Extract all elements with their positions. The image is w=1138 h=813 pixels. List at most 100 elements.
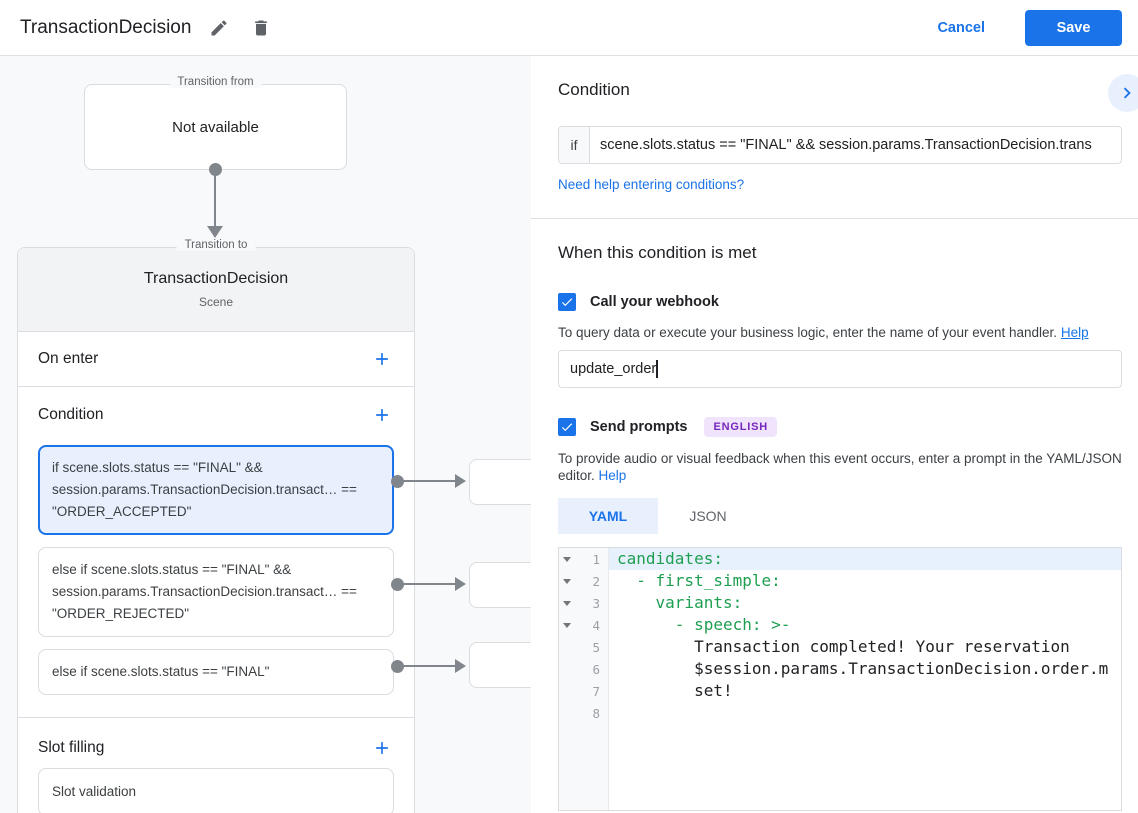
slot-filling-label: Slot filling <box>38 739 105 756</box>
line-number: 2 <box>592 573 600 589</box>
code-text[interactable]: candidates: <box>609 548 1121 570</box>
webhook-checkbox[interactable] <box>558 293 576 311</box>
save-button[interactable]: Save <box>1025 9 1122 46</box>
on-enter-section: On enter <box>18 332 414 387</box>
condition-1-dot <box>391 475 404 488</box>
code-line: 1 candidates: <box>559 548 1121 570</box>
webhook-help-link[interactable]: Help <box>1060 325 1089 340</box>
gutter-cell <box>559 724 609 810</box>
add-on-enter-button[interactable] <box>370 347 394 371</box>
condition-section-header: Condition <box>18 387 414 445</box>
transition-to-legend: Transition to <box>176 239 256 251</box>
code-text[interactable]: variants: <box>617 593 743 612</box>
when-met-title: When this condition is met <box>558 243 757 262</box>
gutter-cell: 7 <box>559 680 609 702</box>
add-condition-button[interactable] <box>370 403 394 427</box>
slot-validation-card[interactable]: Slot validation <box>38 768 394 813</box>
condition-help-link[interactable]: Need help entering conditions? <box>558 177 745 192</box>
plus-icon <box>372 738 392 758</box>
yaml-code-editor[interactable]: 1 candidates: 2 - first_simple: 3 varian… <box>558 547 1122 811</box>
condition-3-line <box>397 665 455 667</box>
editor-empty-area[interactable] <box>559 724 1121 810</box>
webhook-handler-input[interactable]: update_order <box>558 350 1122 388</box>
trash-icon <box>251 18 271 38</box>
code-text[interactable]: - speech: >- <box>617 615 791 634</box>
code-line: 5 Transaction completed! Your reservatio… <box>559 636 1121 658</box>
send-prompts-label: Send prompts <box>590 419 688 435</box>
prompts-help-link[interactable]: Help <box>598 468 627 483</box>
panel-divider <box>531 218 1138 219</box>
line-number: 6 <box>592 661 600 677</box>
gutter-cell: 4 <box>559 614 609 636</box>
condition-3-target-node[interactable] <box>469 642 531 688</box>
condition-editor-panel: Condition if scene.slots.status == "FINA… <box>531 56 1138 813</box>
connector-arrowhead <box>207 226 223 238</box>
line-number: 4 <box>592 617 600 633</box>
condition-cards: if scene.slots.status == "FINAL" && sess… <box>18 445 414 695</box>
fold-arrow-icon[interactable] <box>559 620 575 630</box>
fold-arrow-icon[interactable] <box>559 598 575 608</box>
editor-format-tabs: YAML JSON <box>558 498 1122 534</box>
condition-section-label: Condition <box>38 406 104 423</box>
webhook-checkbox-row: Call your webhook <box>558 293 1122 311</box>
condition-3-arrowhead <box>455 659 466 673</box>
code-empty <box>609 724 1121 810</box>
delete-scene-button[interactable] <box>247 14 275 42</box>
code-line: 4 - speech: >- <box>559 614 1121 636</box>
code-text[interactable]: set! <box>617 681 733 700</box>
connector-dot <box>209 163 222 176</box>
code-text[interactable]: - first_simple: <box>617 571 781 590</box>
collapse-panel-button[interactable] <box>1108 74 1138 112</box>
tab-yaml[interactable]: YAML <box>558 498 658 534</box>
code-text[interactable]: $session.params.TransactionDecision.orde… <box>617 659 1109 678</box>
send-prompts-checkbox[interactable] <box>558 418 576 436</box>
add-slot-button[interactable] <box>370 736 394 760</box>
condition-card-2[interactable]: else if scene.slots.status == "FINAL" &&… <box>38 547 394 637</box>
plus-icon <box>372 349 392 369</box>
condition-expression-value[interactable]: scene.slots.status == "FINAL" && session… <box>600 137 1092 153</box>
condition-1-target-node[interactable] <box>469 459 531 505</box>
scene-diagram-panel: Transition from Not available Transition… <box>0 56 531 813</box>
code-line: 3 variants: <box>559 592 1121 614</box>
panel-title: Condition <box>558 80 630 99</box>
condition-2-line <box>397 583 455 585</box>
scene-node-subtitle: Scene <box>198 295 234 309</box>
transition-to-node: Transition to TransactionDecision Scene … <box>17 239 415 813</box>
text-cursor <box>656 360 658 378</box>
top-bar: TransactionDecision Cancel Save <box>0 0 1138 56</box>
cancel-button[interactable]: Cancel <box>937 19 985 36</box>
code-text[interactable] <box>609 702 1121 724</box>
gutter-cell: 8 <box>559 702 609 724</box>
gutter-cell: 6 <box>559 658 609 680</box>
scene-node-title: TransactionDecision <box>143 270 289 287</box>
gutter-cell: 1 <box>559 548 609 570</box>
page-title: TransactionDecision <box>20 16 192 38</box>
fold-arrow-icon[interactable] <box>559 554 575 564</box>
scene-node-header: TransactionDecision Scene <box>18 248 414 332</box>
connector-line <box>214 174 216 226</box>
condition-card-3[interactable]: else if scene.slots.status == "FINAL" <box>38 649 394 695</box>
pencil-icon <box>209 18 229 38</box>
code-text[interactable]: Transaction completed! Your reservation <box>617 637 1070 656</box>
condition-2-arrowhead <box>455 577 466 591</box>
condition-2-target-node[interactable] <box>469 562 531 608</box>
line-number: 1 <box>592 551 600 567</box>
condition-expression-field[interactable]: if scene.slots.status == "FINAL" && sess… <box>558 126 1122 164</box>
condition-card-1[interactable]: if scene.slots.status == "FINAL" && sess… <box>38 445 394 535</box>
transition-from-legend: Transition from <box>169 76 262 88</box>
line-number: 7 <box>592 683 600 699</box>
tab-json[interactable]: JSON <box>689 508 727 524</box>
prompts-checkbox-row: Send prompts ENGLISH <box>558 417 1122 437</box>
if-prefix: if <box>559 127 590 163</box>
checkmark-icon <box>560 420 574 434</box>
code-line: 6 $session.params.TransactionDecision.or… <box>559 658 1121 680</box>
chevron-right-icon <box>1116 82 1138 104</box>
prompts-helper-text: To provide audio or visual feedback when… <box>558 450 1122 484</box>
section-divider <box>18 717 414 718</box>
prompts-helper: To provide audio or visual feedback when… <box>558 451 1122 483</box>
on-enter-label: On enter <box>38 350 99 367</box>
edit-title-button[interactable] <box>205 14 233 42</box>
fold-arrow-icon[interactable] <box>559 576 575 586</box>
language-badge: ENGLISH <box>704 417 777 437</box>
checkmark-icon <box>560 295 574 309</box>
